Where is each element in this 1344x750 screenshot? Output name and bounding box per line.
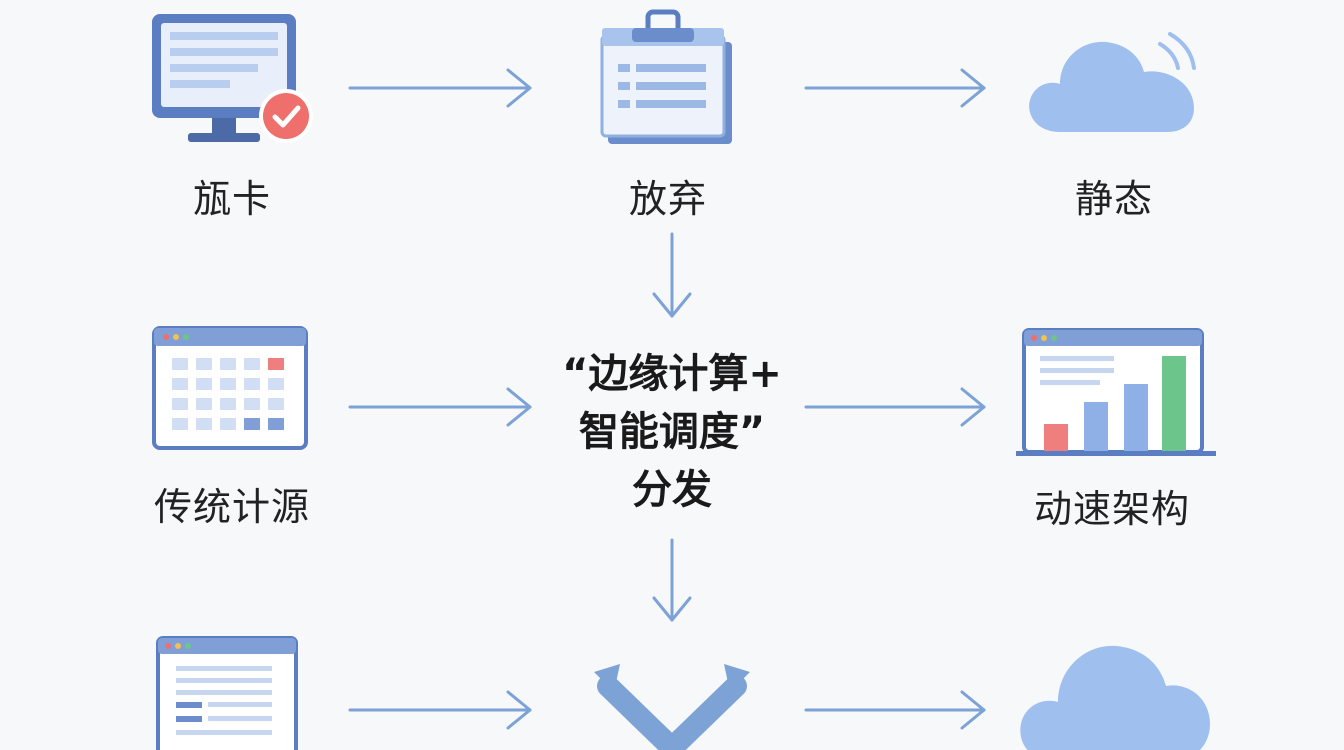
arrow-mid-center-down: [652, 538, 692, 622]
cloud-icon: [1020, 645, 1210, 750]
chevron-down-icon: [594, 664, 750, 750]
cloud-signal-icon: [1029, 32, 1196, 132]
monitor-check-icon: [152, 14, 313, 143]
clipboard-icon: [600, 9, 732, 144]
arrow-top-center-down: [652, 232, 692, 318]
node-label-mid-left: 传统计源: [153, 485, 311, 529]
node-label-top-left: 瓬卡: [192, 177, 272, 221]
arrow-bottom-left-to-center: [348, 690, 532, 730]
bar-chart-window-icon: [1016, 328, 1216, 456]
arrow-bottom-center-to-right: [804, 690, 986, 730]
arrow-top-left-to-center: [348, 68, 532, 108]
center-hub-text: “边缘计算+ 智能调度” 分发: [562, 345, 782, 519]
center-hub-line-2: 智能调度”: [578, 409, 766, 455]
arrow-mid-left-to-center: [348, 387, 532, 427]
node-label-top-right: 静态: [1074, 177, 1154, 221]
document-window-icon: [156, 636, 298, 750]
node-label-top-center: 放弃: [628, 177, 708, 221]
center-hub-line-1: “边缘计算+: [562, 351, 782, 397]
calendar-icon: [152, 326, 308, 450]
arrow-mid-center-to-right: [804, 387, 986, 427]
arrow-top-center-to-right: [804, 68, 986, 108]
node-label-mid-right: 动速架构: [1033, 487, 1191, 531]
center-hub-line-3: 分发: [632, 467, 712, 513]
